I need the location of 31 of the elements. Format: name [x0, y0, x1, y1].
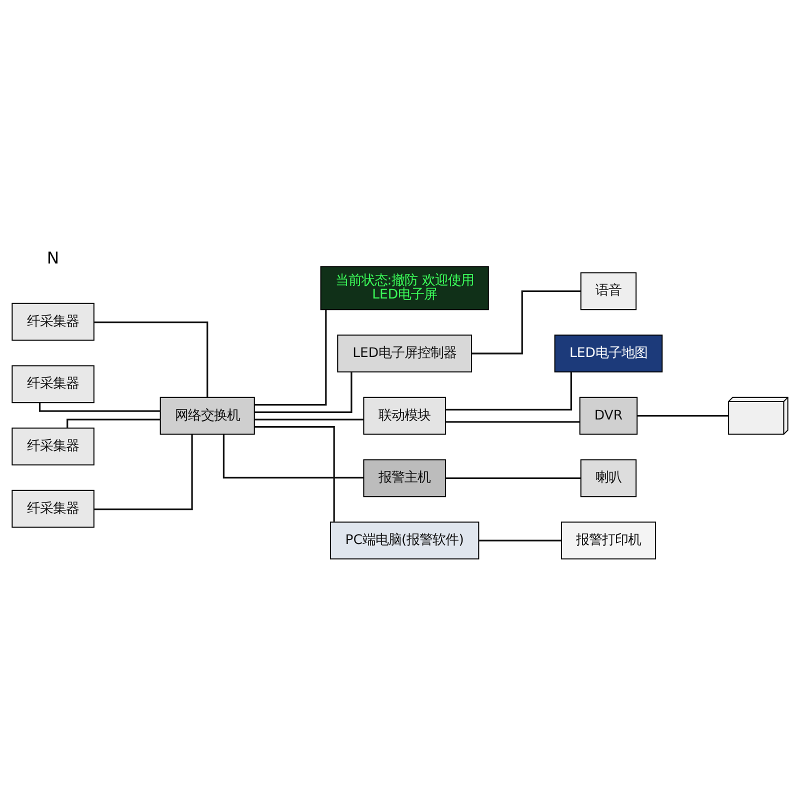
connector — [446, 421, 580, 423]
node-box: LED电子地图 — [554, 334, 663, 372]
connector — [254, 310, 327, 406]
connector — [637, 415, 728, 417]
connector — [446, 477, 581, 479]
node-box: 网络交换机 — [160, 396, 255, 435]
connector — [254, 418, 364, 420]
node-box: DVR — [579, 396, 638, 435]
connector — [222, 434, 364, 478]
node-box: 纤采集器 — [12, 365, 94, 404]
connector — [66, 418, 160, 428]
connector — [38, 402, 160, 412]
node-box: 语音 — [580, 272, 637, 310]
connector — [254, 372, 352, 413]
node-box: 当前状态:撤防 欢迎使用 LED电子屏 — [320, 266, 489, 310]
connector — [94, 322, 208, 398]
node-box: LED电子屏控制器 — [337, 334, 472, 372]
node-box: 报警主机 — [363, 459, 446, 498]
label: N — [46, 248, 60, 268]
connector — [472, 290, 581, 354]
node-box: 报警打印机 — [560, 522, 656, 560]
node-box: 联动模块 — [363, 396, 446, 435]
connector — [254, 426, 335, 522]
connector — [446, 372, 572, 411]
node-box: 纤采集器 — [12, 302, 94, 341]
connector — [94, 434, 193, 510]
node-box: PC端电脑(报警软件) — [330, 522, 480, 560]
node-box: 纤采集器 — [12, 490, 94, 528]
node-box: 纤采集器 — [12, 428, 94, 466]
node-box: 喇叭 — [580, 459, 637, 498]
connector — [478, 540, 562, 542]
